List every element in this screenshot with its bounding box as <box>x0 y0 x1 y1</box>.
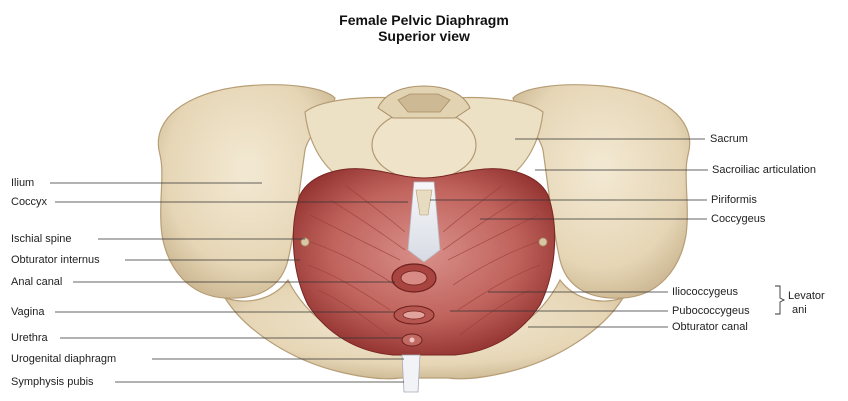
symphysis-pubis <box>402 355 420 392</box>
label-symphysis-pubis: Symphysis pubis <box>11 376 94 389</box>
label-ilium: Ilium <box>11 177 34 190</box>
label-urogenital-diaphragm: Urogenital diaphragm <box>11 353 116 366</box>
label-levator: Levator <box>788 290 825 303</box>
label-obturator-internus: Obturator internus <box>11 254 100 267</box>
levator-ani-bracket <box>775 286 784 314</box>
label-urethra: Urethra <box>11 332 48 345</box>
label-coccygeus: Coccygeus <box>711 213 765 226</box>
label-ani: ani <box>792 304 807 317</box>
label-sacroiliac-articulation: Sacroiliac articulation <box>712 164 816 177</box>
label-sacrum: Sacrum <box>710 133 748 146</box>
diagram-subtitle: Superior view <box>0 28 848 44</box>
label-vagina: Vagina <box>11 306 44 319</box>
ischial-spine-right <box>539 238 547 246</box>
label-ischial-spine: Ischial spine <box>11 233 72 246</box>
label-iliococcygeus: Iliococcygeus <box>672 286 738 299</box>
label-anal-canal: Anal canal <box>11 276 62 289</box>
label-pubococcygeus: Pubococcygeus <box>672 305 750 318</box>
label-coccyx: Coccyx <box>11 196 47 209</box>
sacral-body <box>372 110 476 180</box>
label-piriformis: Piriformis <box>711 194 757 207</box>
diagram-title: Female Pelvic Diaphragm <box>0 12 848 28</box>
label-obturator-canal: Obturator canal <box>672 321 748 334</box>
